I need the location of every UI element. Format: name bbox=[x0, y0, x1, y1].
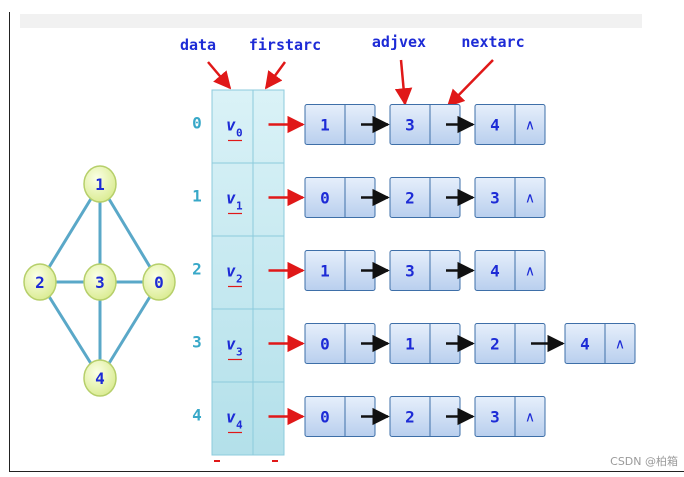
label-adjvex: adjvex bbox=[372, 33, 426, 51]
adjvex-value: 2 bbox=[405, 189, 415, 208]
row-index: 2 bbox=[192, 260, 202, 279]
vertex-subscript: 4 bbox=[236, 419, 243, 432]
null-pointer: ∧ bbox=[525, 118, 535, 134]
watermark: CSDN @柏箱 bbox=[610, 455, 678, 468]
vertex-name: v bbox=[226, 189, 236, 208]
vertex-name: v bbox=[226, 335, 236, 354]
adjvex-value: 0 bbox=[320, 335, 330, 354]
edge-lists: 1 3 4 ∧ 0 2 3 ∧ 1 3 4 ∧ 0 1 2 4 ∧ 0 2 3 ∧ bbox=[268, 104, 636, 437]
adjvex-value: 1 bbox=[405, 335, 415, 354]
graph-edge-0-4 bbox=[98, 281, 161, 379]
graph-node-2 bbox=[23, 263, 57, 301]
graph-node-4 bbox=[83, 359, 117, 397]
row-index: 4 bbox=[192, 406, 202, 425]
adjvex-value: 3 bbox=[405, 262, 415, 281]
vertex-subscript: 2 bbox=[236, 273, 243, 286]
graph-node-label: 2 bbox=[35, 273, 45, 292]
graph-node-0 bbox=[142, 263, 176, 301]
adjvex-value: 2 bbox=[490, 335, 500, 354]
label-firstarc: firstarc bbox=[249, 36, 321, 54]
adjvex-value: 0 bbox=[320, 408, 330, 427]
adjvex-value: 4 bbox=[490, 262, 500, 281]
null-pointer: ∧ bbox=[615, 337, 625, 353]
canvas-top-band bbox=[20, 14, 642, 28]
adjvex-value: 1 bbox=[320, 116, 330, 135]
edge-node bbox=[474, 396, 546, 437]
graph-node-label: 1 bbox=[95, 175, 105, 194]
adjvex-value: 3 bbox=[490, 408, 500, 427]
pointer-data bbox=[207, 61, 232, 90]
graph-edge-2-4 bbox=[38, 281, 102, 379]
vertex-subscript: 3 bbox=[236, 346, 243, 359]
adjvex-value: 3 bbox=[490, 189, 500, 208]
vertex-name: v bbox=[226, 262, 236, 281]
graph-node-3 bbox=[83, 263, 117, 301]
graph-edge-1-0 bbox=[98, 183, 161, 283]
adjvex-value: 2 bbox=[405, 408, 415, 427]
label-data: data bbox=[180, 36, 216, 54]
null-pointer: ∧ bbox=[525, 264, 535, 280]
graph-node-label: 3 bbox=[95, 273, 105, 292]
head-firstarc-cell bbox=[252, 381, 285, 456]
row-index: 3 bbox=[192, 333, 202, 352]
vertex-name: v bbox=[226, 408, 236, 427]
vertex-subscript: 1 bbox=[236, 200, 243, 213]
adjvex-value: 4 bbox=[580, 335, 590, 354]
adjvex-value: 0 bbox=[320, 189, 330, 208]
label-nextarc: nextarc bbox=[461, 33, 524, 51]
row-index: 0 bbox=[192, 114, 202, 133]
null-pointer: ∧ bbox=[525, 191, 535, 207]
diagram-canvas bbox=[20, 14, 642, 466]
edge-node bbox=[564, 323, 636, 364]
edge-node bbox=[474, 250, 546, 291]
graph-node-1 bbox=[83, 165, 117, 203]
vertex-name: v bbox=[226, 116, 236, 135]
row-index: 1 bbox=[192, 187, 202, 206]
graph-node-label: 4 bbox=[95, 369, 105, 388]
graph-node-label: 0 bbox=[154, 273, 164, 292]
null-pointer: ∧ bbox=[525, 410, 535, 426]
adjvex-value: 1 bbox=[320, 262, 330, 281]
adjvex-value: 3 bbox=[405, 116, 415, 135]
pointer-nextarc bbox=[446, 59, 494, 108]
pointer-adjvex bbox=[394, 59, 413, 106]
adjvex-value: 4 bbox=[490, 116, 500, 135]
head-array-body bbox=[211, 89, 285, 456]
graph-edge-1-2 bbox=[38, 183, 102, 283]
edge-node bbox=[474, 177, 546, 218]
edge-node bbox=[474, 104, 546, 145]
graph-drawing: 1 2 3 0 4 bbox=[23, 165, 176, 397]
pointer-firstarc bbox=[264, 61, 287, 90]
vertex-subscript: 0 bbox=[236, 127, 243, 140]
